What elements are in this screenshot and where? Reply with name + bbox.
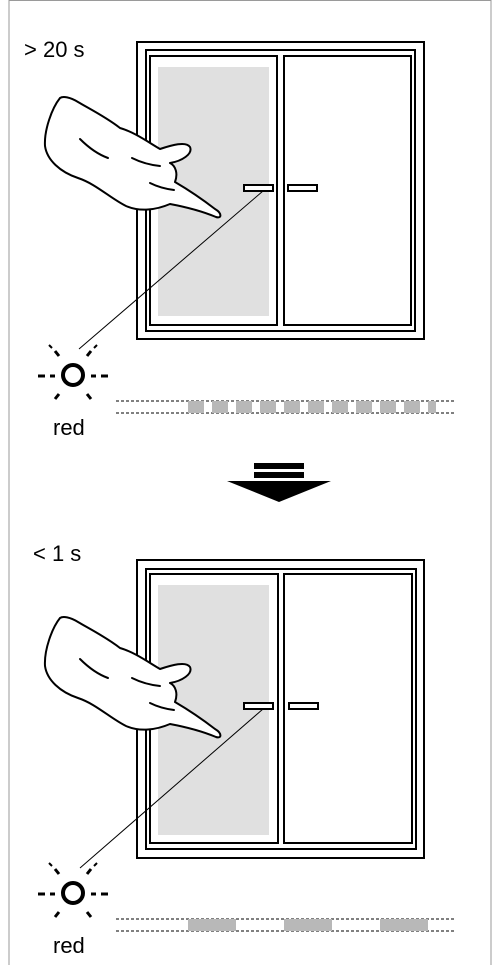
led-on-segment — [332, 401, 348, 413]
led-on-segment — [188, 919, 236, 931]
step-2: < 1 s — [33, 541, 456, 958]
step-2-left-handle[interactable] — [243, 702, 274, 710]
led-on-segment — [308, 401, 324, 413]
led-on-segment — [380, 401, 396, 413]
hand-pointing-icon — [43, 616, 222, 739]
step-2-blink-segments — [188, 919, 428, 931]
led-on-segment — [404, 401, 420, 413]
step-2-right-handle — [288, 702, 319, 710]
step-1: > 20 s — [24, 37, 456, 440]
led-on-segment — [236, 401, 252, 413]
led-indicator-icon — [38, 862, 108, 918]
led-on-segment — [284, 401, 300, 413]
led-on-segment — [428, 401, 436, 413]
hand-pointing-icon — [43, 96, 222, 219]
led-on-segment — [260, 401, 276, 413]
led-indicator-icon — [38, 344, 108, 400]
led-on-segment — [284, 919, 332, 931]
step-1-right-handle — [287, 184, 318, 192]
step-2-led-label: red — [53, 933, 85, 958]
step-1-led-label: red — [53, 415, 85, 440]
led-on-segment — [212, 401, 228, 413]
step-2-led-connector — [79, 708, 264, 869]
step-2-led-signal — [116, 918, 456, 932]
step-1-left-handle[interactable] — [243, 184, 274, 192]
step-2-time-label: < 1 s — [33, 541, 81, 566]
step-1-led-connector — [78, 190, 264, 350]
step-1-right-sash — [283, 55, 412, 326]
step-1-led-signal — [116, 400, 456, 414]
led-on-segment — [356, 401, 372, 413]
down-arrow-icon — [227, 463, 331, 502]
step-1-blink-segments — [188, 401, 436, 413]
led-on-segment — [380, 919, 428, 931]
step-2-right-sash — [283, 573, 413, 844]
step-1-time-label: > 20 s — [24, 37, 85, 62]
led-on-segment — [188, 401, 204, 413]
